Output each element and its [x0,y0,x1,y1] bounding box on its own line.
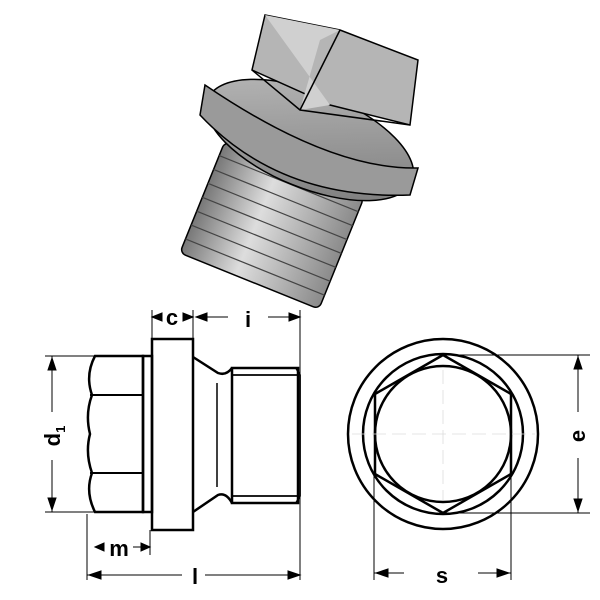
dim-label-e: e [565,430,590,442]
dimensions [45,310,590,580]
dim-label-s: s [436,563,448,588]
dim-label-d: d [40,433,65,446]
thread-side [230,366,300,505]
plug-3d-render [180,14,420,309]
dim-label-d1: d1 [40,426,68,447]
neck-side [192,355,234,514]
dim-label-i: i [245,307,251,332]
hex-head-side [86,354,145,514]
dim-label-c: c [166,305,178,330]
dim-label-m: m [109,536,129,561]
end-view [346,337,540,531]
flange-side-3d [199,83,420,197]
collar-side [141,354,154,514]
dim-label-d-subscript: 1 [53,426,68,433]
dim-label-l: l [192,564,198,589]
flange-side [150,337,195,532]
side-view [86,337,301,532]
flange-circle [346,337,540,531]
